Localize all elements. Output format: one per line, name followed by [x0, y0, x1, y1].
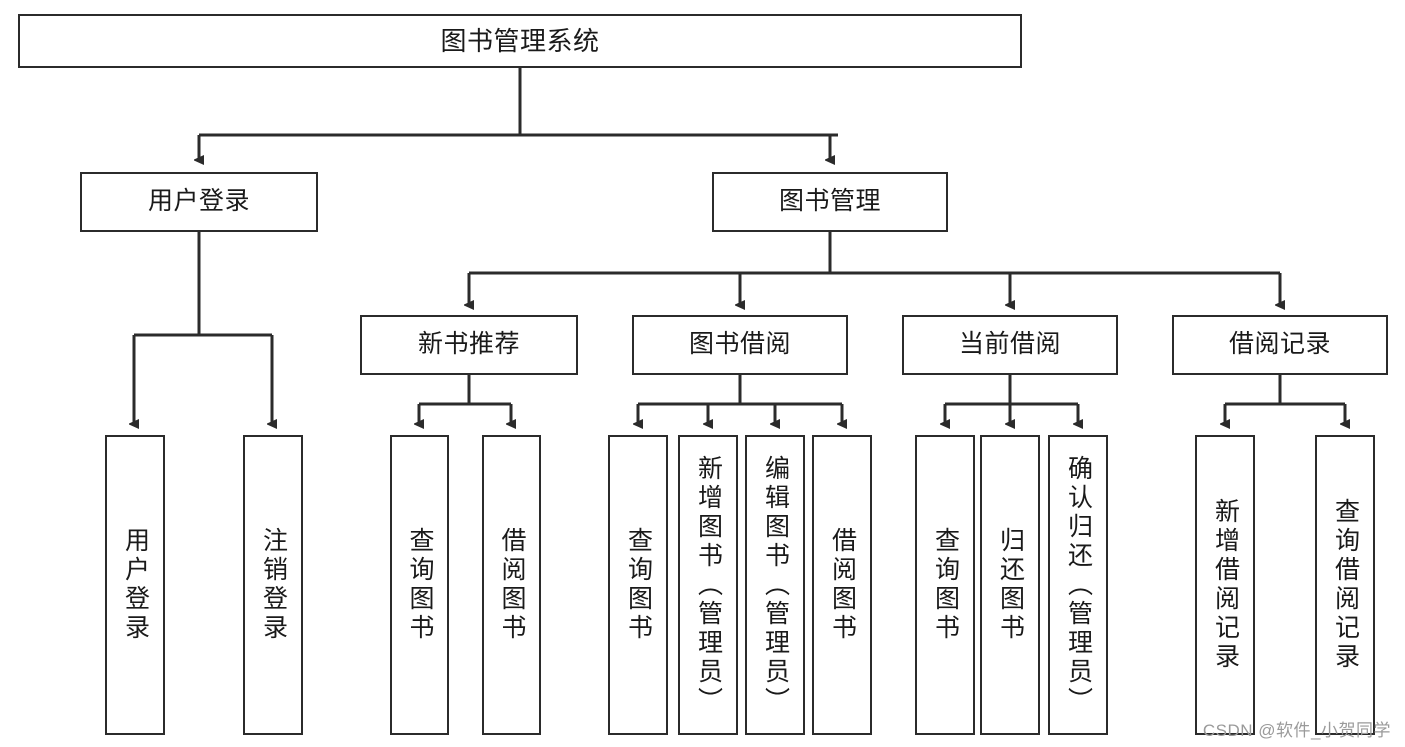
- node-user-login[interactable]: 用户登录: [80, 172, 318, 232]
- leaf-add-record[interactable]: 新增借阅记录: [1195, 435, 1255, 735]
- node-label: 当前借阅: [958, 330, 1061, 359]
- node-current-borrow[interactable]: 当前借阅: [902, 315, 1118, 375]
- node-label: 确认归还（管理员）: [1064, 454, 1093, 716]
- node-label: 查询图书: [624, 527, 653, 643]
- node-new-book-rec[interactable]: 新书推荐: [360, 315, 578, 375]
- node-label: 图书管理: [778, 187, 881, 216]
- node-label: 编辑图书（管理员）: [761, 454, 790, 716]
- leaf-confirm-return[interactable]: 确认归还（管理员）: [1048, 435, 1108, 735]
- node-label: 新增借阅记录: [1211, 498, 1240, 672]
- node-label: 借阅图书: [498, 527, 526, 643]
- leaf-add-book[interactable]: 新增图书（管理员）: [678, 435, 738, 735]
- node-label: 查询图书: [931, 527, 960, 643]
- node-label: 查询借阅记录: [1331, 498, 1360, 672]
- node-label: 图书借阅: [688, 330, 791, 359]
- node-label: 借阅图书: [828, 527, 857, 643]
- leaf-user-login[interactable]: 用户登录: [105, 435, 165, 735]
- node-label: 用户登录: [121, 527, 150, 643]
- leaf-return-book[interactable]: 归还图书: [980, 435, 1040, 735]
- node-label: 归还图书: [996, 527, 1025, 643]
- leaf-query-book-1[interactable]: 查询图书: [390, 435, 449, 735]
- node-root-system[interactable]: 图书管理系统: [18, 14, 1022, 68]
- node-label: 借阅记录: [1228, 330, 1331, 359]
- node-book-borrow[interactable]: 图书借阅: [632, 315, 848, 375]
- watermark: CSDN @软件_小贺同学: [1202, 721, 1391, 740]
- node-label: 新书推荐: [417, 330, 520, 359]
- leaf-borrow-book-2[interactable]: 借阅图书: [812, 435, 872, 735]
- leaf-borrow-book-1[interactable]: 借阅图书: [482, 435, 541, 735]
- node-book-manage[interactable]: 图书管理: [712, 172, 948, 232]
- node-label: 用户登录: [147, 187, 250, 216]
- leaf-query-record[interactable]: 查询借阅记录: [1315, 435, 1375, 735]
- leaf-edit-book[interactable]: 编辑图书（管理员）: [745, 435, 805, 735]
- node-label: 注销登录: [259, 527, 288, 643]
- leaf-query-book-3[interactable]: 查询图书: [915, 435, 975, 735]
- node-label: 图书管理系统: [440, 25, 600, 56]
- leaf-user-logout[interactable]: 注销登录: [243, 435, 303, 735]
- node-label: 查询图书: [406, 527, 434, 643]
- node-borrow-record[interactable]: 借阅记录: [1172, 315, 1388, 375]
- node-label: 新增图书（管理员）: [694, 454, 723, 716]
- leaf-query-book-2[interactable]: 查询图书: [608, 435, 668, 735]
